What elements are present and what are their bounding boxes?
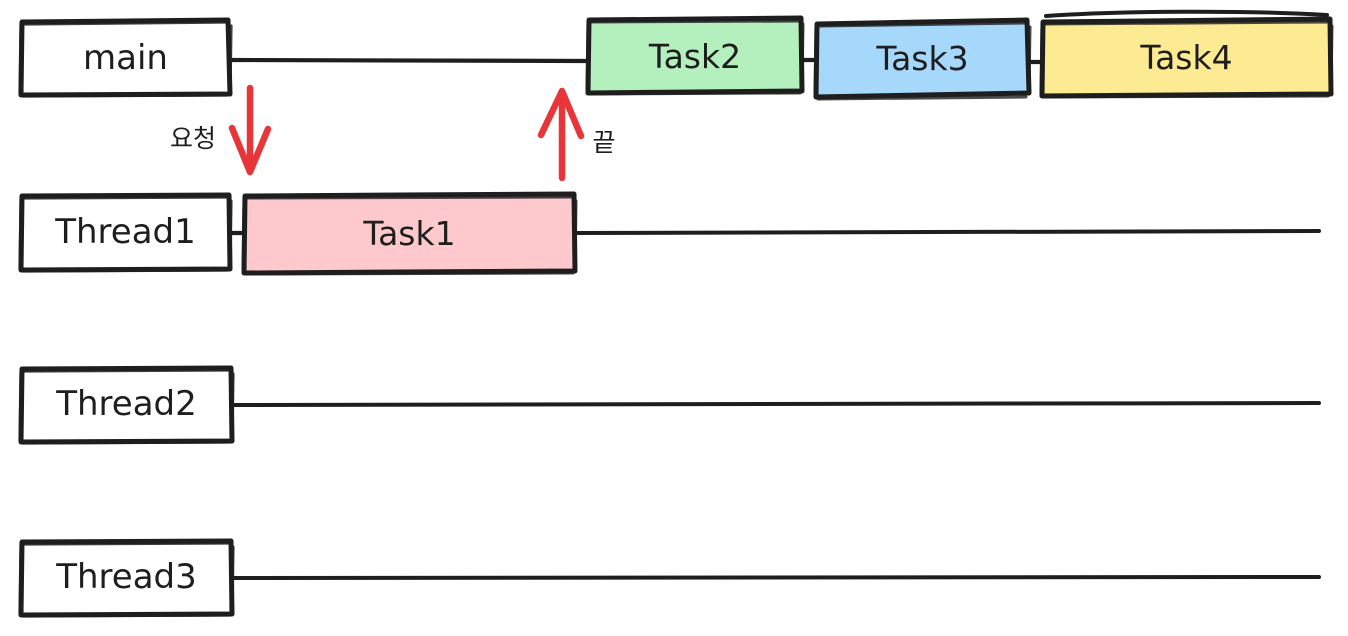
task-box-task2[interactable] [585,15,805,96]
task1-shape [241,191,578,276]
task2-shape [585,15,805,96]
task4-top-sketch [1044,9,1329,18]
task3-shape [813,17,1032,100]
timeline-main [227,57,591,64]
task4-shape [1039,16,1334,99]
lane-thread1[interactable] [18,192,247,273]
task-box-task1[interactable] [241,191,578,276]
lane-box-thread1 [18,192,233,273]
task2-sketch [585,19,805,96]
lane-thread2[interactable] [18,365,235,445]
lane-main[interactable] [18,17,591,98]
timeline-thread3 [230,575,1321,580]
task4-sketch [1039,20,1334,99]
arrow-request[interactable] [228,84,272,176]
task1-sketch [241,195,578,276]
timeline-thread1 [573,229,1321,235]
arrow-request-head [228,124,272,176]
arrow-done-head [537,87,585,140]
lane-box-main [18,17,233,98]
task-box-task3[interactable] [813,17,1032,101]
timeline-thread2 [230,401,1321,407]
lane-thread3[interactable] [18,538,235,618]
task-box-task4[interactable] [1039,9,1334,99]
task3-sketch [813,21,1032,101]
lane-box-thread2 [18,365,235,445]
arrow-done[interactable] [537,87,585,182]
lane-box-thread3 [18,538,235,618]
